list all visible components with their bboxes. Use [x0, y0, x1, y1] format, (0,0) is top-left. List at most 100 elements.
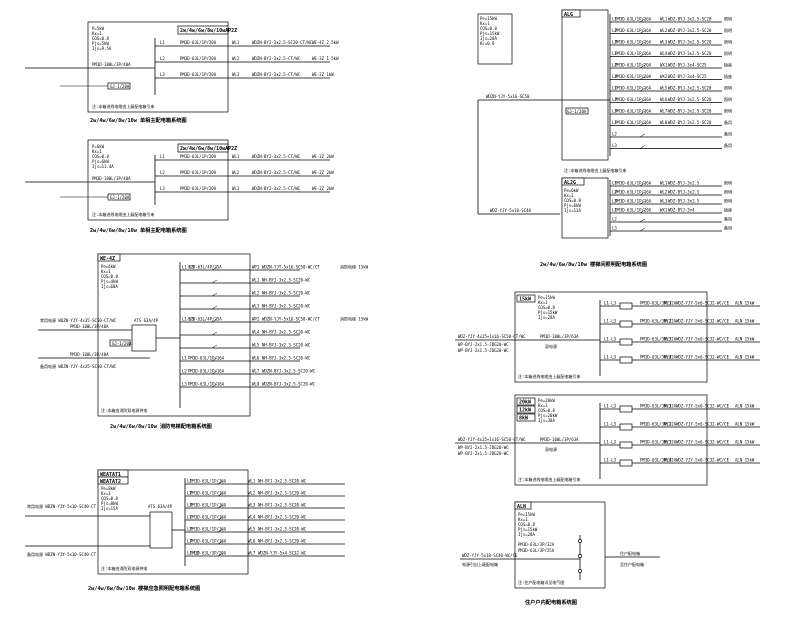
- feeders: L1 L2 L3 PM3D-63L/1P/20A PM3D-63L/1P/20A…: [155, 40, 339, 79]
- breaker: PM3D-63L/3P/32A: [640, 355, 677, 360]
- circuit-id: WL1: [660, 17, 668, 22]
- load: 照明: [724, 17, 732, 22]
- circuit-id: WL4: [664, 355, 672, 360]
- cable-spec: NH-BYJ-3x2.5-SC20-WC: [262, 304, 311, 309]
- breaker-2: PM3D-63L/3P/25A: [518, 548, 555, 553]
- breaker: PM3D-63L/1P/16A: [190, 527, 227, 532]
- phase: L1-L3: [604, 319, 617, 324]
- phase: L1: [612, 51, 617, 56]
- breaker: PM3D-63L/1P/20A: [180, 186, 217, 191]
- panel-ap2z-2: 2w/4w/6w/8w/10wAP2Z P=6kW Kx=1 COS=0.8 P…: [25, 139, 334, 234]
- param: Pjs=15kW: [518, 527, 538, 532]
- param: Kx=1: [538, 300, 548, 305]
- breaker: PM3D-63L/1P/20A: [180, 154, 217, 159]
- rating-tag: 15kW: [519, 297, 532, 303]
- load: WE-2Z 1kW: [312, 72, 334, 77]
- panel-title: 2w/4w/6w/8w/10wAP2Z: [180, 146, 237, 152]
- breaker: PM3D-63L/1P/16A: [615, 97, 652, 102]
- breaker: PM3D-63L/3P/32A: [640, 301, 677, 306]
- panel-title-1: WEATAT1: [100, 472, 121, 478]
- phase: L1: [612, 17, 617, 22]
- cable-spec: WDZ-YJY-5x6-SC32-WC/CE: [676, 440, 730, 445]
- phase: L3: [612, 40, 617, 45]
- phase: L2: [612, 132, 617, 137]
- in-cable: WP-BYJ-2x1.5-JDG20-WC: [458, 451, 509, 456]
- phase: L1-L3: [604, 337, 617, 342]
- phase: L3: [187, 503, 192, 508]
- load: 插座: [724, 62, 732, 68]
- cable-spec: WDZN-BYJ-3x2.5-CT/WC: [252, 186, 301, 191]
- phase: L2: [612, 190, 617, 195]
- panel-note: 注:本箱由消防双电源供电: [101, 407, 147, 413]
- phase: L1-L3: [604, 422, 617, 427]
- cable-spec: WDZN-BYJ-3x2.5-SC20-CT/WC: [252, 40, 313, 45]
- circuit-id: WL6: [252, 356, 260, 361]
- load: WE-3Z 1.5kW: [312, 56, 339, 61]
- load: WE-2Z 2kW: [312, 186, 334, 191]
- phase: L2: [612, 63, 617, 68]
- circuit-id: WL1: [232, 154, 240, 159]
- breaker: PM3D-63L/1P/16A: [615, 28, 652, 33]
- param: COS=0.8: [518, 522, 535, 527]
- cable-spec: WDZN-BYJ-3x2.5-SC20-WC: [262, 382, 316, 387]
- panel-fire-elevator: WE-4Z Pe=4kW Kx=1 COS=0.8 Pjs=4kW Ijs=60…: [38, 253, 369, 430]
- param: Pjs=6kW: [564, 203, 581, 208]
- circuit-id: WL6: [248, 539, 256, 544]
- phase: L2: [612, 97, 617, 102]
- phase: L1-L3: [604, 458, 617, 463]
- breaker: PM3D-63L/3P/32A: [518, 542, 555, 547]
- load: 备用: [724, 119, 732, 125]
- param: Pe=8kW: [101, 486, 116, 491]
- load: ALN 15kW: [735, 422, 755, 427]
- spd-label: GJ-1/20A: [112, 341, 132, 346]
- phase: L1: [612, 181, 617, 186]
- circuit-id: WL4: [248, 515, 256, 520]
- cable-spec: WDZ-BYJ-3x2.5-SC20: [668, 51, 712, 56]
- load: ALN 15kW: [735, 319, 755, 324]
- in-cable: WP-BYJ-2x1.5-JDG20-WC: [458, 445, 509, 450]
- load: ALN 15kW: [735, 337, 755, 342]
- spd-label: GJ-1/20A: [110, 84, 130, 89]
- in-cable: WP-BYJ-2x1.5-JDG20-WC: [458, 348, 509, 353]
- panel-aln: ALN Pe=15kW Kx=1 COS=0.8 Pjs=15kW Ijs=28…: [460, 501, 660, 606]
- input-backup: 备用电源 WDZN-YJY-5x10-SC40-CT: [27, 551, 97, 557]
- circuit-id: WL1: [232, 40, 240, 45]
- phase: L2: [187, 527, 192, 532]
- in-breaker: PM3D-100L/3P/63A: [540, 437, 579, 442]
- param: Kx=1: [101, 269, 111, 274]
- panel-ap2z-1: 2w/4w/6w/8w/10wAP2Z P=5kW Kx=1 COS=0.8 P…: [25, 21, 339, 124]
- phase: L1: [187, 479, 192, 484]
- phase: L3: [612, 143, 617, 148]
- panel-caption: 2w/4w/6w/8w/10w 楼梯间照明配电箱系统图: [540, 260, 647, 268]
- param: Pjs=15kW: [538, 310, 558, 315]
- phase: L1: [182, 356, 187, 361]
- panel-title-2: WEATAT2: [100, 479, 121, 485]
- cable-spec: WDZ-YJY-5x6-SC32-WC/CE: [676, 404, 730, 409]
- param: Kx=1: [538, 403, 548, 408]
- cable-spec: NH-BYJ-3x2.5-SC20-WC: [258, 479, 307, 484]
- panel-note: 注:本箱由消防双电源供电: [101, 565, 147, 571]
- param: COS=0.8: [92, 36, 109, 41]
- out-note: 至住户配电箱: [620, 561, 644, 567]
- in-cable: WDZN-YJY-5x16-SC50: [486, 94, 530, 99]
- phase: L1: [612, 86, 617, 91]
- circuit-id: WL4: [660, 51, 668, 56]
- circuit-id: WL5: [248, 527, 256, 532]
- cable-spec: WDZN-YJY-5x16-SC50-WC/CT: [262, 265, 320, 270]
